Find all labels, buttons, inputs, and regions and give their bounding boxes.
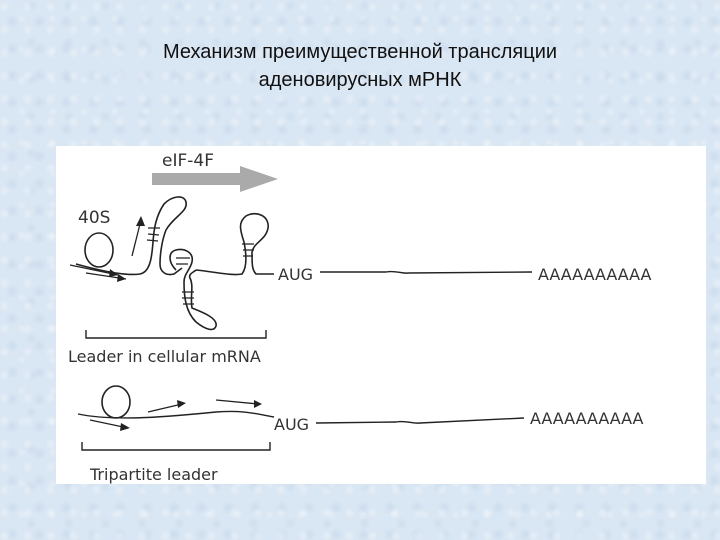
viral-scan-arrowhead-1 — [120, 423, 130, 431]
ribosome-40s-viral — [101, 385, 131, 419]
eif4f-arrow — [152, 166, 278, 192]
hairpin-stem-rungs-4 — [242, 243, 254, 257]
cellular-leader-hairpin-2 — [169, 248, 217, 331]
viral-scan-arrow-3 — [215, 399, 259, 405]
cellular-coding-line — [320, 270, 533, 274]
eif4f-label: eIF-4F — [162, 151, 214, 171]
polya-label-cellular: AAAAAAAAAA — [538, 265, 652, 284]
scan-arrowhead-up — [136, 216, 145, 226]
scan-arrowhead-2 — [117, 274, 126, 282]
cellular-leader-hairpin-1 — [75, 196, 187, 276]
ribosome-40s-cellular — [84, 232, 114, 268]
cellular-leader-caption: Leader in cellular mRNA — [68, 347, 261, 366]
translation-diagram: eIF-4F 40S AUG AAAAAAAAAA Leader in cell… — [56, 146, 706, 484]
title-line-1: Механизм преимущественной трансляции — [162, 41, 558, 63]
tripartite-leader-caption: Tripartite leader — [89, 465, 218, 484]
viral-coding-line — [315, 417, 525, 424]
slide-title: Механизм преимущественной трансляции аде… — [0, 38, 720, 94]
polya-label-viral: AAAAAAAAAA — [530, 409, 644, 428]
cellular-leader-bracket — [85, 330, 267, 339]
ribosome-label-40s: 40S — [78, 208, 110, 228]
hairpin-stem-rungs-2 — [176, 257, 190, 265]
viral-leader-line — [77, 410, 275, 419]
hairpin-stem-rungs-3 — [182, 291, 194, 305]
diagram-canvas: eIF-4F 40S AUG AAAAAAAAAA Leader in cell… — [68, 151, 652, 484]
aug-label-cellular: AUG — [278, 265, 313, 284]
viral-scan-arrowhead-3 — [254, 400, 262, 408]
viral-scan-arrowhead-2 — [177, 400, 186, 408]
aug-label-viral: AUG — [274, 415, 309, 434]
hairpin-stem-rungs-1 — [146, 227, 160, 242]
cellular-leader-hairpin-3 — [195, 212, 274, 276]
title-line-2: аденовирусных мРНК — [258, 69, 462, 91]
tripartite-leader-bracket — [81, 442, 271, 451]
viral-scan-arrow-2 — [147, 403, 183, 413]
